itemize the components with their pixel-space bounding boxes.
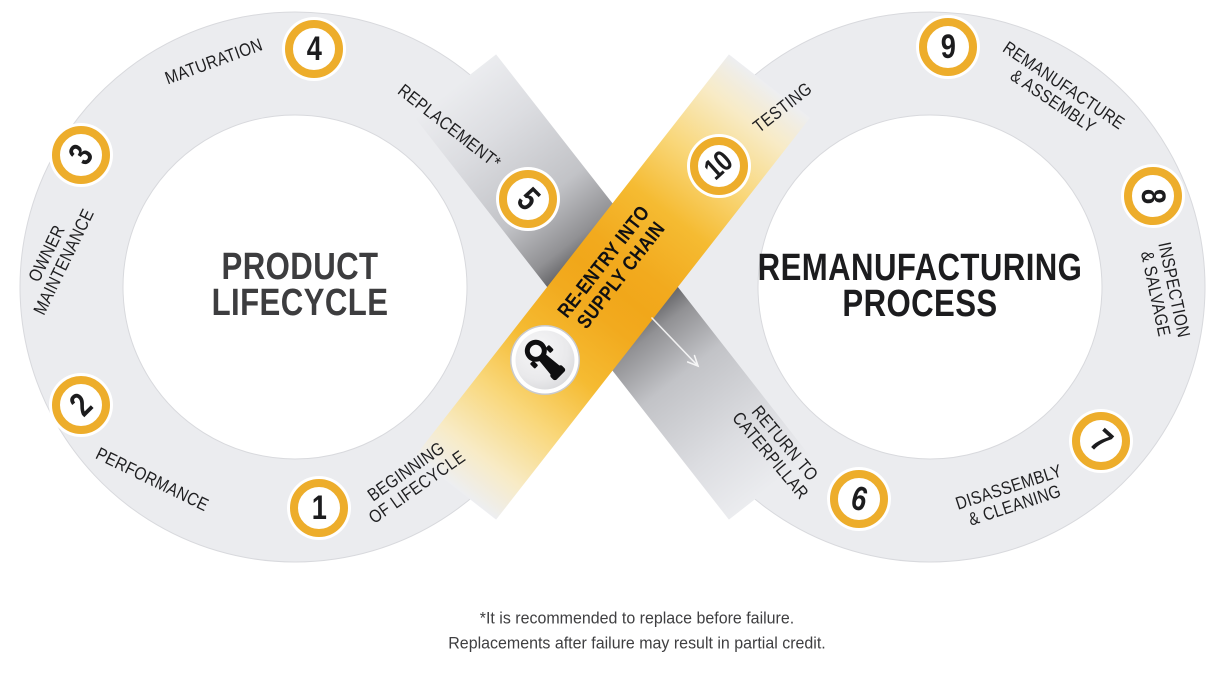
step-badge-7: 7 bbox=[1072, 412, 1130, 470]
step-badge-3: 3 bbox=[52, 126, 110, 184]
step-number: 8 bbox=[1133, 188, 1173, 204]
step-number: 1 bbox=[311, 489, 327, 527]
step-number: 2 bbox=[62, 386, 100, 424]
step-number: 7 bbox=[1082, 422, 1120, 460]
footnote-line-1: *It is recommended to replace before fai… bbox=[479, 608, 795, 628]
step-number: 3 bbox=[61, 138, 101, 172]
connecting-rod-icon bbox=[510, 325, 580, 395]
step-badge-5: 5 bbox=[499, 170, 557, 228]
step-badge-1: 1 bbox=[290, 479, 348, 537]
step-number: 6 bbox=[847, 478, 871, 520]
flow-arrow-icon bbox=[651, 317, 700, 368]
step-badge-6: 6 bbox=[830, 470, 888, 528]
step-number: 5 bbox=[509, 180, 547, 218]
step-number: 9 bbox=[940, 28, 956, 66]
footnote: *It is recommended to replace before fai… bbox=[448, 606, 825, 655]
step-number: 10 bbox=[698, 144, 740, 187]
footnote-line-2: Replacements after failure may result in… bbox=[448, 633, 826, 652]
step-badge-4: 4 bbox=[285, 20, 343, 78]
right-loop-track bbox=[654, 11, 1206, 563]
step-badge-10: 10 bbox=[690, 137, 748, 195]
product-lifecycle-title: PRODUCT LIFECYCLE bbox=[211, 245, 389, 324]
remanufacturing-process-title: REMANUFACTURING PROCESS bbox=[757, 246, 1083, 325]
step-number: 4 bbox=[306, 30, 322, 68]
step-badge-2: 2 bbox=[52, 376, 110, 434]
step-badge-8: 8 bbox=[1124, 167, 1182, 225]
step-badge-9: 9 bbox=[919, 18, 977, 76]
